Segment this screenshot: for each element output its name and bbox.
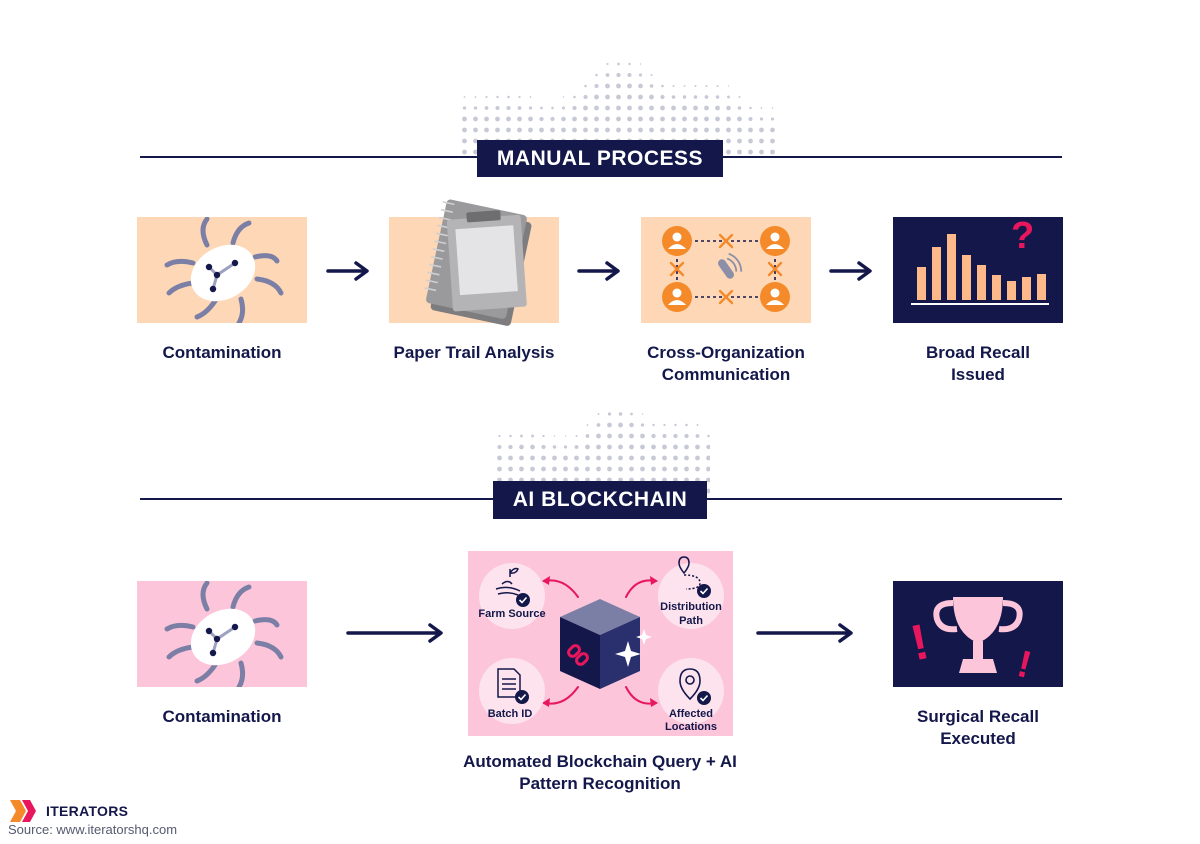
svg-text:Locations: Locations xyxy=(665,721,717,733)
map-pin-route-icon xyxy=(678,556,701,590)
blockchain-cube-icon xyxy=(560,599,652,689)
ai-blockchain-banner: AI BLOCKCHAIN xyxy=(493,481,707,519)
bacteria-icon xyxy=(164,217,284,323)
manual-step-label-paper-trail: Paper Trail Analysis xyxy=(393,343,555,362)
bar-chart-question-icon: ? xyxy=(911,217,1049,305)
brand-name: ITERATORS xyxy=(46,803,129,819)
svg-text:Path: Path xyxy=(679,615,703,627)
people-network-icon xyxy=(662,226,790,312)
svg-text:?: ? xyxy=(1011,217,1034,257)
source-credit: Source: www.iteratorshq.com xyxy=(8,822,178,837)
manual-step-label-broad-recall: Broad Recall Issued xyxy=(926,343,1030,384)
svg-text:!: ! xyxy=(1013,643,1035,687)
ai-step-label-contamination: Contamination xyxy=(162,707,282,726)
svg-text:Farm Source: Farm Source xyxy=(478,608,545,620)
arrow-right-icon xyxy=(326,261,369,281)
manual-step-label-cross-org: Cross-Organization Communication xyxy=(647,343,805,384)
arrow-right-icon xyxy=(577,261,620,281)
svg-text:Batch ID: Batch ID xyxy=(488,708,533,720)
svg-text:Distribution: Distribution xyxy=(660,601,722,613)
manual-step-label-contamination: Contamination xyxy=(162,343,282,362)
ai-step-label-surgical-recall: Surgical Recall Executed xyxy=(917,707,1039,748)
svg-text:Affected: Affected xyxy=(669,708,713,720)
brand-logo: ITERATORS xyxy=(10,800,128,822)
bacteria-icon xyxy=(164,581,284,687)
dot-pattern-bottom xyxy=(497,412,710,494)
surgical-recall-tile: ! ! xyxy=(893,581,1063,687)
iterators-logo-icon xyxy=(10,800,36,822)
trophy-icon: ! ! xyxy=(906,597,1036,687)
cross-org-tile xyxy=(641,217,811,323)
manual-process-banner: MANUAL PROCESS xyxy=(477,140,723,177)
blockchain-diagram: Farm Source Distribution Path Batch ID A… xyxy=(478,556,724,733)
farm-icon xyxy=(495,567,521,596)
ai-contamination-tile xyxy=(137,581,307,687)
location-pin-icon xyxy=(679,668,701,701)
svg-text:!: ! xyxy=(906,613,934,671)
ai-step-label-blockchain-query: Automated Blockchain Query + AI Pattern … xyxy=(463,752,737,793)
arrow-right-long-icon xyxy=(756,623,853,643)
clipboard-icon xyxy=(424,199,532,326)
blockchain-query-tile: Farm Source Distribution Path Batch ID A… xyxy=(468,551,733,736)
arrow-right-icon xyxy=(829,261,872,281)
arrow-right-long-icon xyxy=(346,623,443,643)
manual-contamination-tile xyxy=(137,217,307,323)
document-icon xyxy=(497,668,521,698)
broad-recall-tile: ? xyxy=(893,217,1063,323)
